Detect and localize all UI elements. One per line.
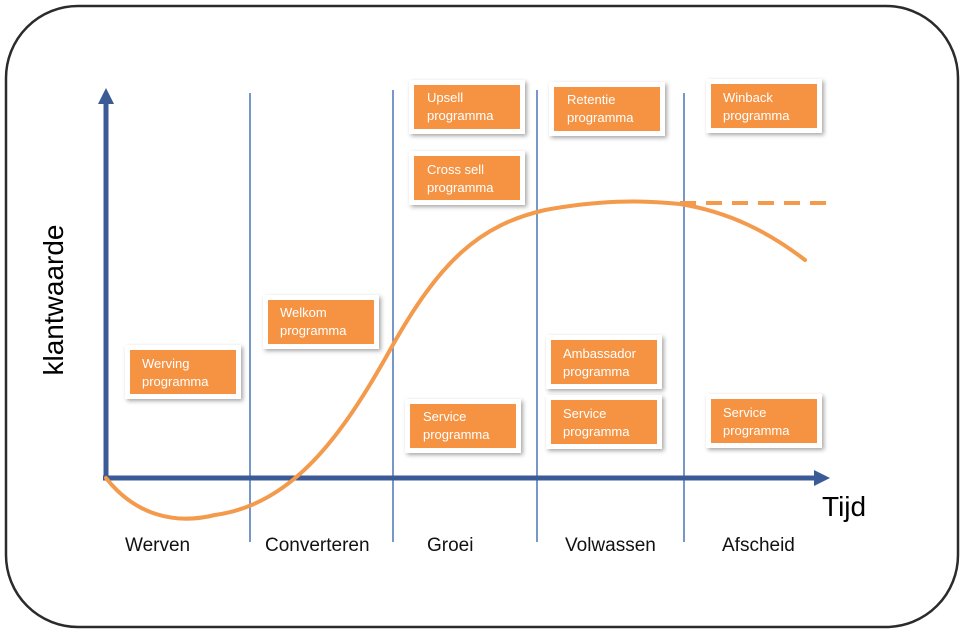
program-line2: programma bbox=[567, 110, 634, 125]
program-line1: Service bbox=[563, 406, 606, 421]
phase-label-afscheid: Afscheid bbox=[722, 535, 795, 556]
phase-label-volwassen: Volwassen bbox=[565, 535, 656, 556]
program-line2: programma bbox=[427, 180, 494, 195]
program-line2: programma bbox=[563, 364, 630, 379]
program-line2: programma bbox=[723, 108, 790, 123]
program-line1: Retentie bbox=[567, 92, 615, 107]
program-line2: programma bbox=[427, 108, 494, 123]
program-line1: Service bbox=[723, 405, 766, 420]
program-box-service-volwassen: Service programma bbox=[546, 395, 662, 449]
program-box-welkom: Welkom programma bbox=[263, 295, 379, 349]
y-axis-arrow-icon bbox=[98, 88, 114, 104]
phase-labels: Werven Converteren Groei Volwassen Afsch… bbox=[125, 535, 795, 556]
program-line1: Cross sell bbox=[427, 162, 484, 177]
program-line1: Werving bbox=[142, 356, 189, 371]
phase-label-converteren: Converteren bbox=[265, 535, 370, 556]
program-line2: programma bbox=[563, 424, 630, 439]
phase-dividers bbox=[249, 90, 685, 542]
program-box-service-afscheid: Service programma bbox=[706, 394, 822, 448]
program-line2: programma bbox=[723, 423, 790, 438]
program-line1: Service bbox=[423, 409, 466, 424]
phase-label-groei: Groei bbox=[427, 535, 473, 556]
x-axis-label: Tijd bbox=[822, 491, 866, 522]
program-box-retentie: Retentie programma bbox=[549, 82, 665, 136]
program-box-ambassador: Ambassador programma bbox=[546, 335, 662, 389]
program-line1: Upsell bbox=[427, 90, 463, 105]
program-box-cross-sell: Cross sell programma bbox=[409, 151, 525, 205]
program-box-winback: Winback programma bbox=[706, 79, 822, 133]
x-axis-arrow-icon bbox=[814, 470, 830, 486]
y-axis-label: klantwaarde bbox=[38, 225, 69, 376]
program-line1: Welkom bbox=[280, 305, 327, 320]
program-line1: Ambassador bbox=[563, 346, 637, 361]
program-line2: programma bbox=[280, 323, 347, 338]
phase-label-werven: Werven bbox=[125, 535, 190, 556]
program-line2: programma bbox=[423, 427, 490, 442]
program-line1: Winback bbox=[723, 90, 773, 105]
rounded-frame bbox=[4, 4, 960, 629]
program-box-werving: Werving programma bbox=[125, 345, 241, 399]
program-line2: programma bbox=[142, 374, 209, 389]
program-box-upsell: Upsell programma bbox=[409, 80, 525, 134]
axes bbox=[98, 88, 830, 486]
program-box-service-groei: Service programma bbox=[405, 399, 521, 453]
